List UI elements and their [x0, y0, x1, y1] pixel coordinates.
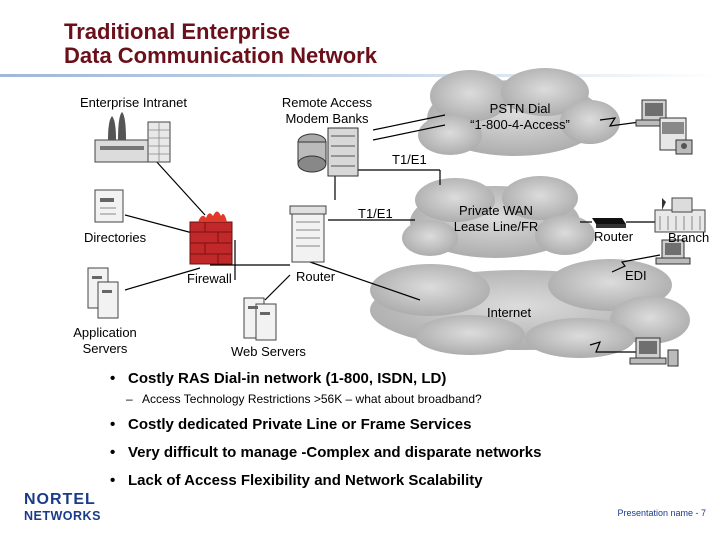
web-servers-label: Web Servers	[231, 344, 306, 359]
enterprise-building-icon	[94, 112, 171, 163]
application-servers-icon	[87, 267, 119, 319]
branch-router-icon	[592, 218, 626, 228]
internet-cloud	[370, 259, 690, 358]
footer-text: Presentation name - 7	[617, 508, 706, 518]
web-servers-icon	[243, 297, 277, 341]
bullet-item: Costly RAS Dial-in network (1-800, ISDN,…	[110, 370, 670, 388]
pstn-line-1: PSTN Dial	[489, 101, 551, 116]
private-wan-line-2: Lease Line/FR	[453, 219, 539, 234]
edi-label: EDI	[625, 268, 647, 283]
title-divider	[0, 74, 720, 77]
logo-line-1: NORTEL	[24, 491, 96, 508]
slide-title: Traditional Enterprise Data Communicatio…	[64, 20, 484, 68]
directory-server-icon	[94, 189, 124, 223]
network-diagram	[87, 68, 706, 367]
firewall-icon	[189, 211, 233, 265]
t1e1-mid-label: T1/E1	[358, 206, 393, 221]
application-servers-line-1: Application	[73, 325, 137, 340]
remote-access-label: Remote Access Modem Banks	[268, 95, 386, 127]
private-wan-cloud	[402, 176, 595, 258]
internet-computer-icon	[629, 337, 679, 367]
dialup-computer-icon	[635, 99, 693, 155]
router-label: Router	[296, 269, 336, 284]
enterprise-intranet-label: Enterprise Intranet	[80, 95, 187, 110]
internet-label: Internet	[487, 305, 532, 320]
sub-bullet-item: Access Technology Restrictions >56K – wh…	[110, 391, 670, 407]
bullet-item: Costly dedicated Private Line or Frame S…	[110, 416, 670, 434]
pstn-label: PSTN Dial “1-800-4-Access”	[460, 101, 580, 133]
application-servers-label: Application Servers	[60, 325, 150, 357]
bullet-list: Costly RAS Dial-in network (1-800, ISDN,…	[110, 370, 670, 490]
t1e1-top-label: T1/E1	[392, 152, 427, 167]
router-server-icon	[289, 205, 327, 263]
application-servers-line-2: Servers	[82, 341, 128, 356]
connection-lines	[124, 114, 661, 353]
modem-bank-icon	[297, 127, 359, 177]
bullet-item: Very difficult to manage -Complex and di…	[110, 444, 670, 462]
logo-line-2: NETWORKS	[24, 509, 101, 523]
bullet-item: Lack of Access Flexibility and Network S…	[110, 472, 670, 490]
title-line-1: Traditional Enterprise	[64, 19, 291, 44]
pstn-cloud	[418, 68, 620, 156]
branch-label: Branch	[668, 230, 710, 245]
remote-access-line-2: Modem Banks	[285, 111, 369, 126]
private-wan-label: Private WAN Lease Line/FR	[440, 203, 552, 235]
nortel-logo: NORTEL NETWORKS	[24, 491, 101, 523]
edi-computer-icon	[655, 239, 691, 265]
remote-access-line-1: Remote Access	[281, 95, 373, 110]
directories-label: Directories	[84, 230, 147, 245]
pstn-line-2: “1-800-4-Access”	[470, 117, 570, 132]
firewall-label: Firewall	[187, 271, 232, 286]
private-wan-line-1: Private WAN	[459, 203, 533, 218]
branch-router-label: Router	[594, 229, 634, 244]
title-line-2: Data Communication Network	[64, 43, 377, 68]
branch-building-icon	[654, 197, 706, 233]
